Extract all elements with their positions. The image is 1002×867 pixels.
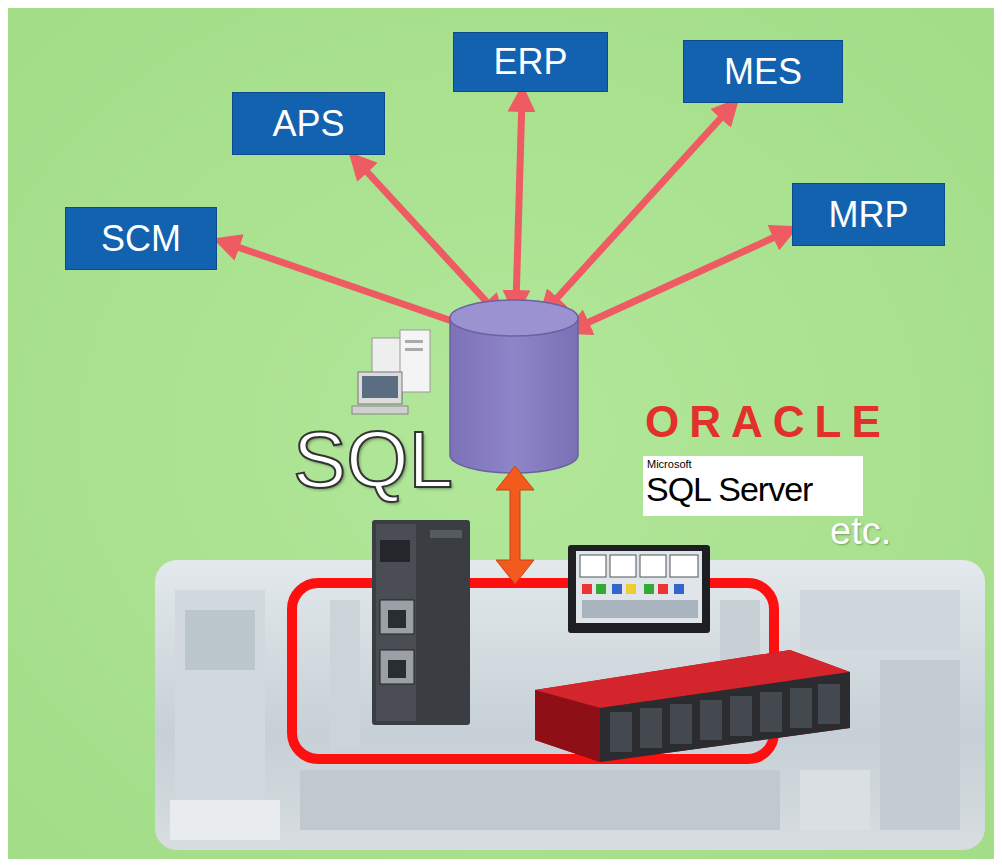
green-panel [8,8,994,859]
oracle-logo: ORACLE [645,400,891,444]
network-module [372,520,470,725]
vendor-label: Microsoft [647,459,692,470]
system-box: APS [232,92,385,155]
database-cylinder [450,300,578,473]
system-name: SCM [101,221,181,257]
system-box: MRP [792,183,945,246]
sqlserver-logo: SQL Server [646,472,812,506]
logo-ground [643,456,863,516]
system-name: ERP [493,44,567,80]
hmi-panel [568,545,710,633]
system-box: ERP [453,32,608,92]
protocol-label: SQL [293,420,453,500]
system-name: APS [272,106,344,142]
plc-rack [535,650,850,762]
system-name: MRP [829,197,909,233]
red-arrows [226,98,786,330]
etc-label: etc. [830,512,891,550]
system-box: MES [683,40,843,103]
sql-arrow [496,466,534,584]
system-box: SCM [65,207,217,270]
system-name: MES [724,54,802,90]
computer-icon [352,330,430,414]
